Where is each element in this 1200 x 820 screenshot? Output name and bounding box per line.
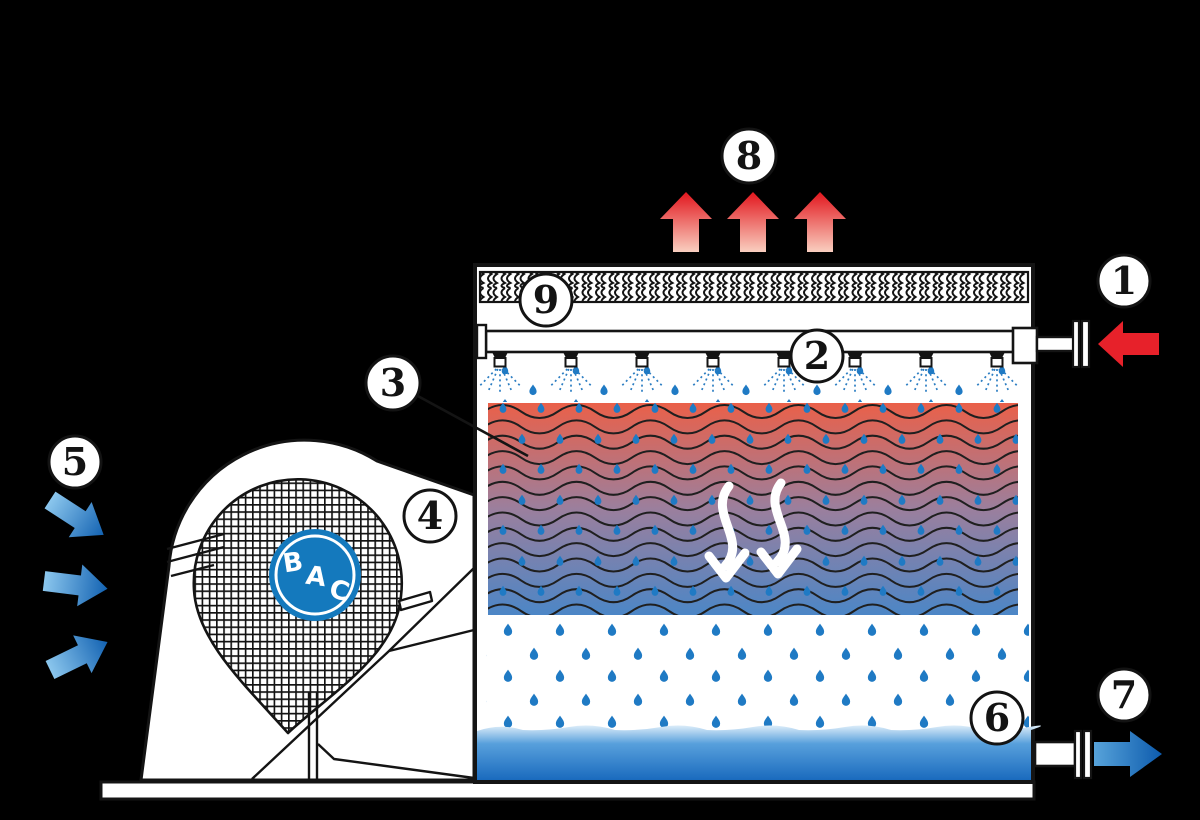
callouts: 1 2 3 4 5 6 7 8 [47,127,1152,746]
callout-number: 7 [1111,672,1137,717]
callout-8: 8 [720,127,778,185]
pipe-end-cap [475,323,488,360]
fan-assembly: B A C [139,438,476,782]
callout-5: 5 [47,434,103,490]
fan-discharge-lines [251,567,475,780]
callout-4: 4 [402,488,458,544]
callout-circle [720,127,778,185]
callout-3-leader-line [415,393,529,458]
air-inlet-arrow [45,635,108,679]
callout-number: 8 [736,133,762,178]
inlet-pipe-collar [1011,326,1039,365]
callout-number: 9 [533,277,559,322]
outlet-flange-bar [1073,729,1083,780]
inlet-pipe [1035,335,1076,353]
outlet-pipe-assembly [1033,729,1162,780]
fill-droplets [488,403,1018,615]
heat-discharge-arrows [660,192,846,252]
callout-circle [518,272,574,328]
air-path-arrows [704,478,802,583]
callout-circle [47,434,103,490]
callout-circle [1096,253,1152,309]
heat-arrow [727,192,779,252]
heat-arrow [794,192,846,252]
spray-zone-droplets [490,362,1022,402]
callout-number: 2 [804,333,830,378]
callout-circle [789,328,845,384]
logo-letter-a: A [304,561,328,594]
callout-number: 3 [380,360,406,405]
air-inlet-arrow [42,564,108,607]
callout-9: 9 [518,272,574,328]
air-path-arrow-right [770,478,790,567]
air-path-arrow-left [718,481,738,571]
callout-6: 6 [969,690,1025,746]
heat-arrow [660,192,712,252]
cold-water-outlet-arrow [1094,731,1162,777]
inlet-pipe-assembly [1011,319,1159,369]
inlet-flange-bar [1080,319,1091,369]
callout-2: 2 [789,328,845,384]
spray-header-pipe [475,323,1018,394]
callout-number: 4 [417,493,443,538]
callout-circle [969,690,1025,746]
callout-number: 5 [62,439,88,484]
callout-1: 1 [1096,253,1152,309]
callout-number: 6 [984,695,1010,740]
bac-logo: B A C [269,529,361,621]
callout-number: 1 [1111,258,1137,303]
hot-water-inlet-arrow [1098,321,1159,367]
outlet-pipe [1033,740,1077,768]
spray-nozzles [479,352,1018,394]
air-path-arrowhead-left [704,548,750,583]
callout-circle [364,354,422,412]
cold-water-basin [477,725,1042,780]
inlet-flange-bar [1071,319,1081,369]
callout-circle [1096,667,1152,723]
bearing-bracket [397,590,434,612]
fill-media [488,403,1018,615]
air-inlet-arrows [42,491,108,679]
callout-3: 3 [364,354,422,412]
air-path-arrowhead-right [756,544,802,579]
outlet-flange-bar [1082,729,1093,780]
rain-zone-droplets [486,616,1029,728]
base-plate [99,780,1036,801]
air-inlet-arrow [44,491,104,538]
logo-letter-b: B [281,547,305,580]
callout-circle [402,488,458,544]
callout-7: 7 [1096,667,1152,723]
